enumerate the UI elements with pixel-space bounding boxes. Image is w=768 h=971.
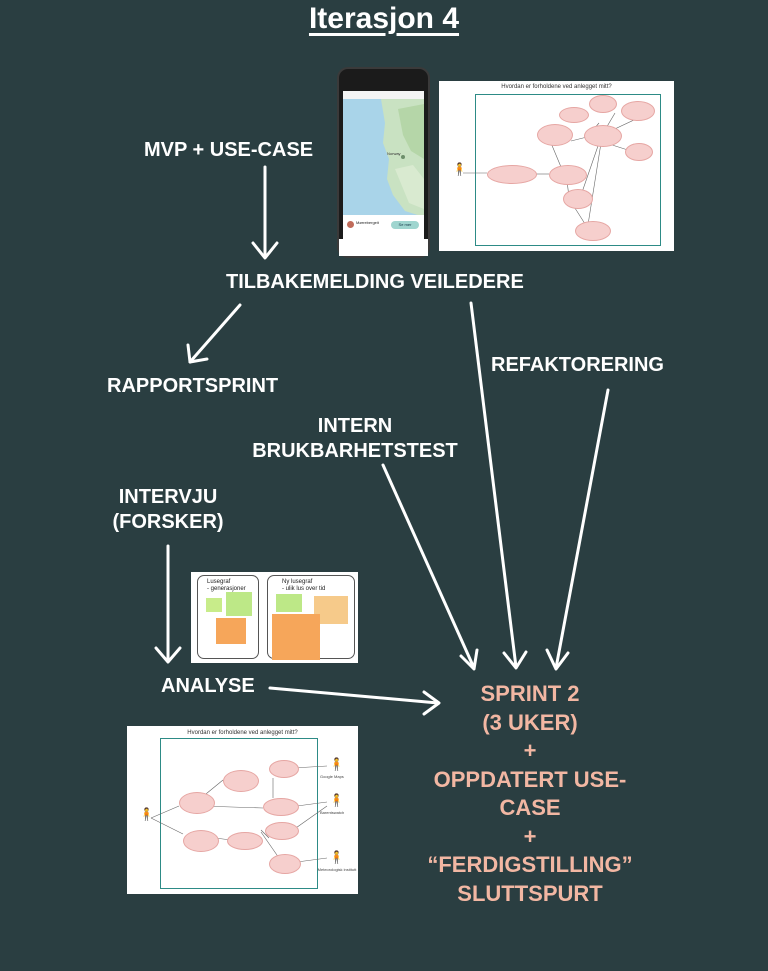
usecase-ellipse (537, 124, 573, 146)
usecase-ellipse (227, 832, 263, 850)
usecase-ellipse (179, 792, 215, 814)
phone-mockup: Norway Mørrebergeit Se mer (337, 67, 430, 258)
label-intervju-line1: INTERVJU (118, 486, 218, 508)
sticky-note-green (226, 592, 252, 616)
sprint-line-2: (3 UKER) (482, 709, 578, 735)
phone-info-card: Mørrebergeit Se mer (343, 215, 424, 239)
actor-label: Barentswatch (320, 810, 345, 815)
actor-person-icon: 🧍 (329, 793, 344, 807)
sprint-line-3: OPPDATERT USE- (433, 766, 627, 792)
page-title: Iterasjon 4 (308, 2, 460, 35)
sprint-line-5: “FERDIGSTILLING” (427, 852, 633, 877)
label-refaktorering: REFAKTORERING (491, 354, 664, 376)
arrow-feedback-to-sprint (469, 301, 528, 670)
usecase-bottom-boundary (160, 738, 318, 889)
usecase-top-title: Hvordan er forholdene ved anlegget mitt? (501, 84, 612, 90)
phone-map-screen: Norway Mørrebergeit Se mer (343, 91, 424, 239)
actor-person-icon: 🧍 (329, 757, 344, 771)
label-intervju-line2: (FORSKER) (112, 511, 224, 533)
sticky-note-orange (216, 618, 246, 644)
label-tilbakemelding: TILBAKEMELDING VEILEDERE (226, 271, 524, 293)
usecase-ellipse (563, 189, 593, 209)
label-analyse: ANALYSE (161, 675, 255, 697)
lusegraf-pane-ny: Ny lusegraf - ulik lus over tid (267, 575, 355, 660)
usecase-ellipse (263, 798, 299, 816)
usecase-ellipse (265, 822, 299, 840)
sprint-line-1: SPRINT 2 (480, 681, 580, 706)
lusegraf-pane-generasjoner: Lusegraf - generasjoner (197, 575, 259, 659)
sticky-note-orange (272, 614, 320, 660)
arrow-analyse-to-sprint (268, 686, 441, 716)
label-intervju: INTERVJU (FORSKER) (108, 485, 228, 535)
usecase-ellipse (487, 165, 537, 184)
arrow-feedback-to-rapportsprint (186, 303, 242, 364)
actor-person-icon: 🧍 (139, 807, 154, 821)
sprint-2-block: SPRINT 2 (3 UKER) + OPPDATERT USE- CASE … (395, 680, 665, 908)
usecase-ellipse (621, 101, 655, 121)
label-intern-brukbarhetstest: INTERN BRUKBARHETSTEST (251, 414, 459, 464)
usecase-bottom-lines (150, 765, 328, 863)
label-rapportsprint: RAPPORTSPRINT (107, 375, 279, 397)
usecase-top-boundary (475, 94, 661, 246)
usecase-ellipse (269, 760, 299, 778)
phone-bottom-nav (339, 239, 428, 256)
usecase-ellipse (269, 854, 301, 874)
actor-label: Google Maps (320, 774, 344, 779)
phone-card-text: Mørrebergeit (356, 220, 379, 225)
label-mvp-use-case: MVP + USE-CASE (144, 139, 314, 161)
sticky-note-green (206, 598, 222, 612)
usecase-ellipse (589, 95, 617, 113)
location-pin-icon (347, 221, 354, 228)
sticky-note-green (276, 594, 302, 612)
lusegraf-pane2-title: Ny lusegraf - ulik lus over tid (282, 579, 326, 592)
sprint-plus-1: + (523, 738, 537, 763)
actor-person-icon: 🧍 (452, 162, 467, 176)
usecase-diagram-top: Hvordan er forholdene ved anlegget mitt?… (439, 81, 674, 251)
usecase-ellipse (559, 107, 589, 123)
map-region-label: Norway (387, 151, 401, 156)
usecase-bottom-title: Hvordan er forholdene ved anlegget mitt? (187, 730, 298, 736)
label-intern-line1: INTERN (317, 415, 393, 437)
sprint-line-6: SLUTTSPURT (457, 880, 603, 906)
sprint-plus-2: + (523, 823, 537, 849)
usecase-ellipse (549, 165, 587, 185)
lusegraf-pane1-title: Lusegraf - generasjoner (207, 579, 246, 592)
usecase-diagram-bottom: Hvordan er forholdene ved anlegget mitt?… (127, 726, 358, 894)
usecase-ellipse (575, 221, 611, 241)
sprint-line-4: CASE (499, 795, 561, 820)
actor-person-icon: 🧍 (329, 850, 344, 864)
arrow-intern-to-sprint (381, 463, 479, 671)
usecase-ellipse (625, 143, 653, 161)
lusegraf-board: Lusegraf - generasjoner Ny lusegraf - ul… (191, 572, 358, 663)
arrow-refaktorering-to-sprint (545, 388, 610, 671)
label-intern-line2: BRUKBARHETSTEST (252, 440, 458, 462)
arrow-mvp-to-feedback (251, 165, 279, 260)
usecase-ellipse (183, 830, 219, 852)
map-illustration (343, 99, 424, 223)
usecase-ellipse (223, 770, 259, 792)
actor-label: Meteorologisk institutt (317, 867, 357, 872)
usecase-ellipse (584, 125, 622, 147)
phone-more-button: Se mer (391, 221, 419, 229)
arrow-intervju-to-analyse (154, 544, 182, 664)
